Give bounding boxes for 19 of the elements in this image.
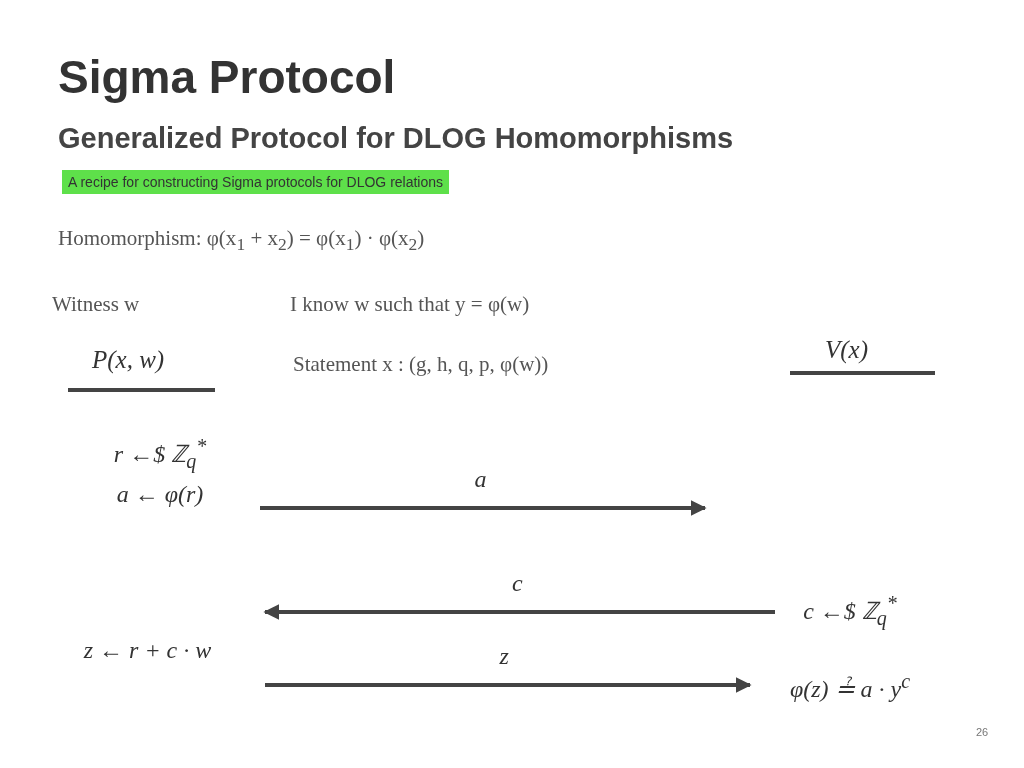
formula-text: Homomorphism: φ(x$_{1}$ + x$_{2}$) = φ(x$_{1}$) · φ(x$_{2}$) xyxy=(58,226,425,256)
page-number: 26 xyxy=(976,726,989,738)
formula-text: φ(z) ≟ a · y$^{c}$ xyxy=(789,669,911,704)
party-label: P(x, w) xyxy=(92,346,165,374)
arrow xyxy=(263,604,775,620)
subtitle: Generalized Protocol for DLOG Homomorphisms xyxy=(58,122,734,155)
arrow xyxy=(260,500,707,516)
party-label: V(x) xyxy=(825,336,869,364)
formula-text: Witness w xyxy=(52,292,140,317)
edge-label: z xyxy=(499,643,509,670)
arrow xyxy=(265,677,752,693)
highlighted-note: A recipe for constructing Sigma protocols for DLOG relations xyxy=(62,170,450,194)
slide-title: Sigma Protocol xyxy=(58,50,396,104)
formula-text: a ← φ(r) xyxy=(116,480,204,510)
formula-text: I know w such that y = φ(w) xyxy=(290,292,530,317)
formula-text: Statement x : (g, h, q, p, φ(w)) xyxy=(293,352,549,377)
edge-label: a xyxy=(474,466,487,493)
edge-label: c xyxy=(512,570,523,597)
formula-text: z ← r + c · w xyxy=(83,636,212,665)
